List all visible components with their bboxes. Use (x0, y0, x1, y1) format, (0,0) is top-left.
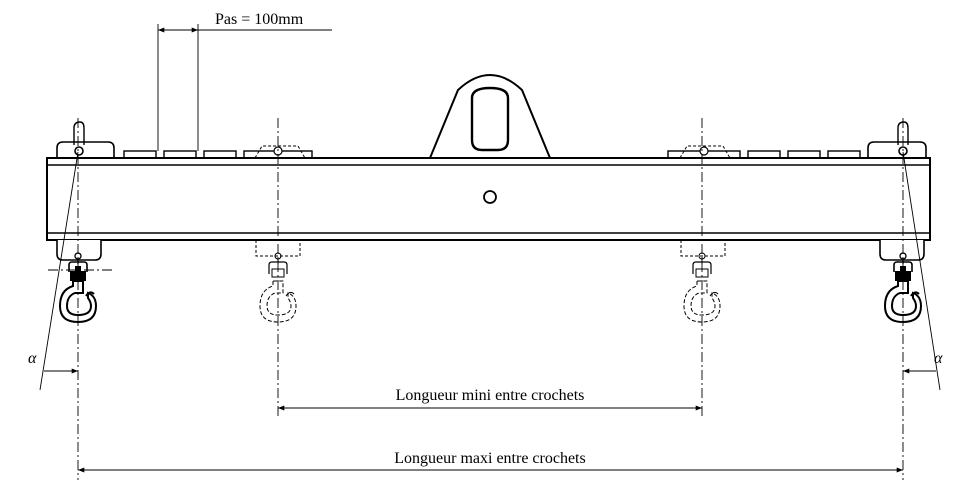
lifting-eye (429, 74, 551, 159)
alpha-left-label: α (28, 350, 37, 367)
pitch-dimension (157, 24, 332, 151)
trolley-bottom-blocks (56, 240, 925, 261)
main-beam (46, 157, 931, 241)
trolley-top-blocks (56, 121, 927, 159)
pitch-blocks (123, 150, 861, 159)
pitch-label: Pas = 100mm (215, 11, 304, 28)
min-length-label: Longueur mini entre crochets (396, 387, 585, 404)
alpha-right-indicator (902, 151, 941, 391)
center-lines (48, 118, 904, 480)
alpha-left-indicator (39, 151, 79, 391)
alpha-right-label: α (934, 350, 943, 367)
max-length-label: Longueur maxi entre crochets (394, 450, 585, 467)
